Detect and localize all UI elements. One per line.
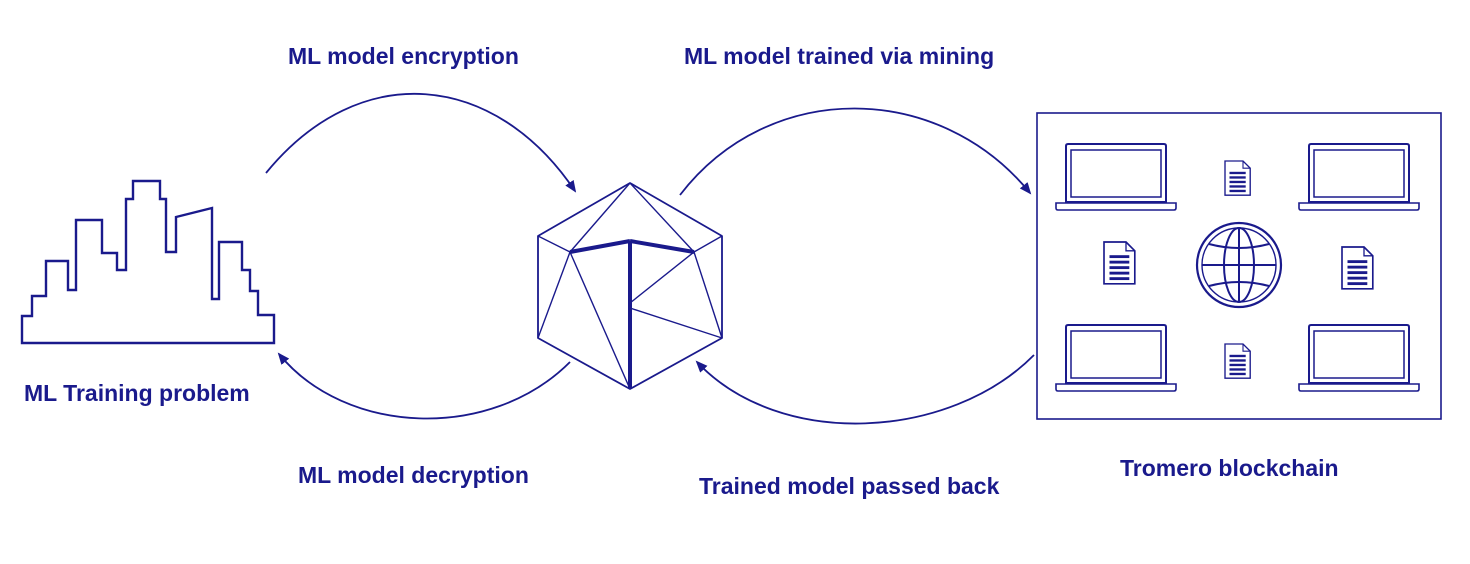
- document-icon: [1224, 160, 1251, 196]
- node-label-training-problem: ML Training problem: [24, 380, 250, 406]
- node-label-blockchain: Tromero blockchain: [1120, 455, 1339, 481]
- blockchain-panel: [1036, 112, 1442, 420]
- arrow-encryption: [265, 92, 577, 193]
- laptop-icon: [1055, 143, 1177, 211]
- document-icon: [1341, 246, 1374, 290]
- city-skyline-icon: [20, 179, 276, 345]
- laptop-icon: [1298, 324, 1420, 392]
- edge-label-trained-via-mining: ML model trained via mining: [684, 43, 995, 69]
- arrow-passed-back: [695, 354, 1035, 425]
- arrow-decryption: [277, 352, 571, 420]
- globe-icon: [1195, 221, 1283, 309]
- document-icon: [1224, 343, 1251, 379]
- edge-label-encryption: ML model encryption: [288, 43, 519, 69]
- edge-label-decryption: ML model decryption: [298, 462, 529, 488]
- laptop-icon: [1298, 143, 1420, 211]
- arrow-trained-via-mining: [679, 107, 1032, 196]
- laptop-icon: [1055, 324, 1177, 392]
- edge-label-passed-back: Trained model passed back: [699, 473, 1000, 499]
- document-icon: [1103, 241, 1136, 285]
- tromero-icosahedron-logo: [537, 182, 723, 390]
